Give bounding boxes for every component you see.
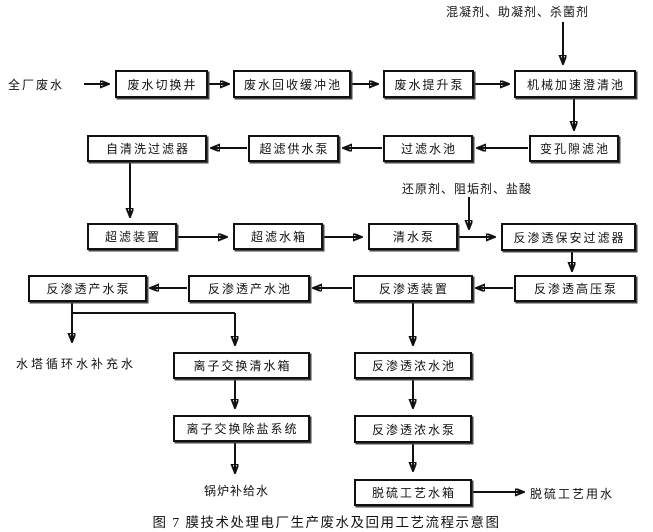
node-ion-exchange-demin-system: 离子交换除盐系统 bbox=[173, 415, 310, 442]
node-filtered-water-tank: 过滤水池 bbox=[383, 135, 473, 162]
label-plant-wastewater: 全厂废水 bbox=[8, 78, 65, 92]
node-clean-water-pump: 清水泵 bbox=[368, 223, 458, 250]
branch-product-water bbox=[71, 303, 235, 314]
node-variable-pore-filter: 变孔隙滤池 bbox=[529, 135, 619, 162]
node-ro-cartridge-filter: 反渗透保安过滤器 bbox=[501, 223, 636, 251]
label-boiler-feed-water: 锅炉补给水 bbox=[204, 484, 270, 498]
node-ro-product-water-tank: 反渗透产水池 bbox=[188, 275, 310, 302]
node-mechanical-accelerated-clarifier: 机械加速澄清池 bbox=[514, 70, 636, 98]
node-fgd-process-water-tank: 脱硫工艺水箱 bbox=[354, 479, 472, 506]
node-ion-exchange-clean-water-tank: 离子交换清水箱 bbox=[173, 352, 310, 379]
node-uf-feed-pump: 超滤供水泵 bbox=[248, 135, 339, 162]
node-ro-unit: 反渗透装置 bbox=[353, 275, 473, 302]
node-self-cleaning-filter: 自清洗过滤器 bbox=[87, 135, 207, 162]
node-uf-unit: 超滤装置 bbox=[87, 223, 177, 250]
node-wastewater-switch-well: 废水切换井 bbox=[115, 70, 208, 98]
figure-caption: 图 7 膜技术处理电厂生产废水及回用工艺流程示意图 bbox=[152, 515, 501, 530]
label-fgd-process-water: 脱硫工艺用水 bbox=[530, 487, 615, 501]
node-uf-water-tank: 超滤水箱 bbox=[233, 223, 323, 250]
node-ro-concentrate-pump: 反渗透浓水泵 bbox=[354, 415, 472, 443]
node-ro-high-pressure-pump: 反渗透高压泵 bbox=[514, 275, 636, 302]
label-dosing-reducers: 还原剂、阻垢剂、盐酸 bbox=[402, 182, 533, 196]
node-ro-concentrate-tank: 反渗透浓水池 bbox=[354, 352, 472, 379]
label-dosing-coagulants: 混凝剂、助凝剂、杀菌剂 bbox=[446, 5, 590, 19]
node-wastewater-recovery-buffer-tank: 废水回收缓冲池 bbox=[233, 70, 351, 98]
node-wastewater-lift-pump: 废水提升泵 bbox=[383, 70, 474, 98]
node-ro-product-water-pump: 反渗透产水泵 bbox=[28, 275, 147, 302]
label-tower-makeup-water: 水塔循环水补充水 bbox=[16, 357, 137, 371]
